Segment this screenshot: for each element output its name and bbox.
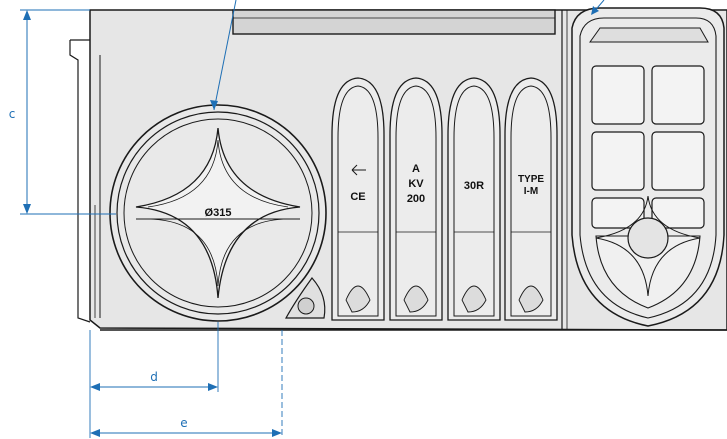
slot4-line2: I-M bbox=[524, 186, 538, 197]
diameter-label: Ø315 bbox=[205, 207, 232, 219]
dimension-e-label: e bbox=[180, 416, 187, 430]
knockout-315 bbox=[109, 104, 327, 322]
dimension-lines bbox=[20, 0, 605, 438]
dimension-d-label: d bbox=[150, 370, 158, 384]
slot4-line1: TYPE bbox=[518, 174, 544, 185]
slot3-label: 30R bbox=[464, 180, 484, 192]
grid-knockout bbox=[571, 7, 725, 327]
slot2-line1: A bbox=[412, 163, 420, 175]
dimension-c-label: c bbox=[9, 107, 16, 121]
slot2-line2: KV bbox=[408, 178, 424, 190]
ce-mark: CE bbox=[350, 191, 365, 203]
oval-knockouts bbox=[331, 77, 558, 321]
handle-knob bbox=[284, 277, 326, 319]
slot2-line3: 200 bbox=[407, 193, 425, 205]
